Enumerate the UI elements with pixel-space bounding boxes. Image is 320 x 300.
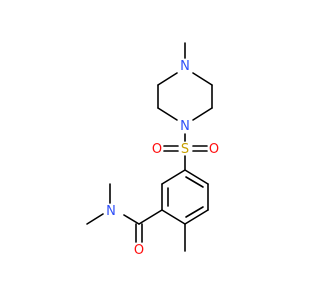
bond-ar-4-inner	[185, 206, 204, 218]
atom-o-sulfonyl-left: O	[152, 142, 162, 157]
bond-aryl-carbonyl	[138, 209, 163, 225]
bond-ar-2-inner	[185, 176, 204, 188]
atom-o-sulfonyl-right: O	[209, 142, 219, 157]
bond-ar-5	[161, 209, 186, 225]
bond-pip-1	[157, 72, 178, 86]
bond-pip-2	[192, 72, 213, 86]
bonds	[86, 42, 213, 252]
bond-ar-4	[184, 209, 209, 225]
bond-pip-6	[192, 107, 213, 121]
atom-n-piperazine-bottom: N	[180, 119, 190, 134]
atom-n-piperazine-top: N	[180, 59, 190, 74]
bond-c-namide	[123, 214, 140, 225]
bond-namide-me-left	[86, 213, 104, 225]
bond-ar-2	[184, 169, 209, 185]
atom-sulfur: S	[181, 142, 189, 157]
atom-n-amide: N	[106, 204, 116, 219]
chemical-structure: N N S O O N O	[86, 42, 219, 258]
bond-ar-1	[161, 169, 186, 185]
atom-labels: N N S O O N O	[106, 59, 219, 258]
atom-o-amide: O	[134, 243, 144, 258]
bond-pip-5	[157, 107, 178, 121]
